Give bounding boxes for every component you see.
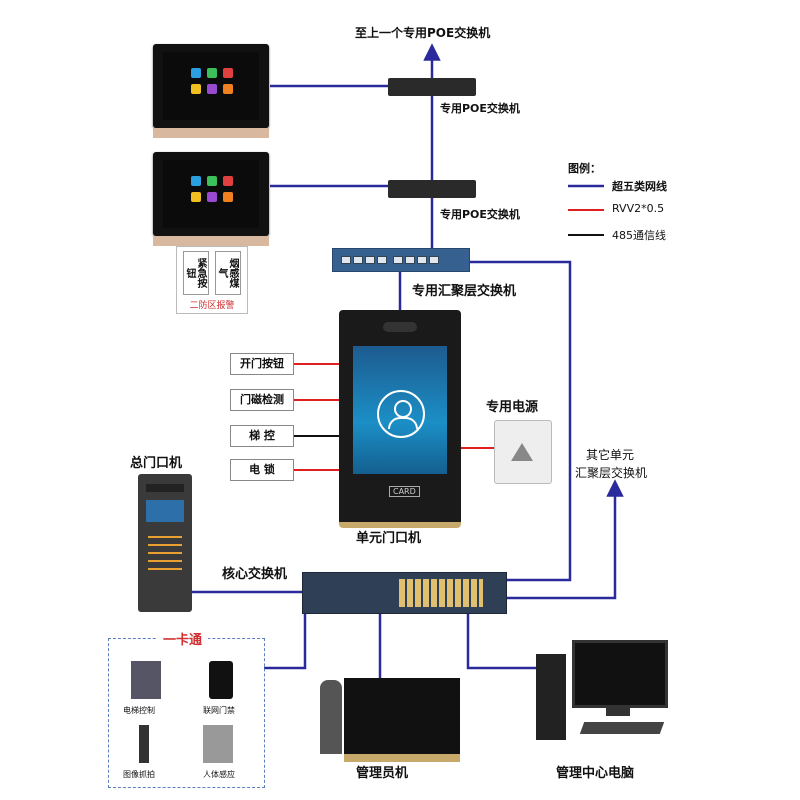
aggregation-switch-label: 专用汇聚层交换机 [412, 284, 517, 299]
poe-switch-2-icon [388, 180, 476, 198]
upper-switch-caption: 至上一个专用POE交换机 [355, 26, 491, 40]
card-system-title: 一卡通 [157, 629, 209, 648]
turnstile-icon [203, 725, 233, 763]
camera-icon [383, 322, 417, 332]
legend-item-cat5: 超五类网线 [612, 180, 667, 193]
elevator-icon [131, 661, 161, 699]
keypad-icon [148, 530, 182, 574]
elevator-control-box: 梯 控 [230, 425, 294, 447]
agg-to-core [468, 260, 572, 582]
admin-station-icon [320, 670, 460, 762]
card-item-access: 联网门禁 [203, 706, 235, 715]
aggregation-switch-icon [332, 248, 470, 272]
access-reader-icon [209, 661, 233, 699]
poe-switch-1-label: 专用POE交换机 [440, 102, 520, 115]
poe-switch-2-label: 专用POE交换机 [440, 208, 520, 221]
smoke-gas-label: 烟感煤气 [215, 251, 241, 295]
alarm-panel: 紧急按钮 烟感煤气 二防区报警 [176, 246, 248, 314]
core-switch-icon [302, 572, 507, 614]
core-to-card [264, 612, 307, 670]
warning-icon [511, 443, 533, 461]
card-reader-label: CARD [389, 486, 420, 497]
main-gate-label: 总门口机 [130, 456, 183, 471]
center-pc-icon [536, 640, 676, 750]
card-system-panel: 一卡通 电梯控制 联网门禁 图像抓拍 人体感应 [108, 629, 265, 788]
user-icon [377, 390, 425, 438]
unit-door-station: CARD [339, 310, 461, 528]
main-gate-station [138, 474, 192, 612]
power-supply-label: 专用电源 [486, 400, 539, 415]
unit-screen [353, 346, 447, 474]
legend-item-485: 485通信线 [612, 229, 666, 242]
other-units-line1: 其它单元 [586, 448, 635, 462]
card-item-capture: 图像抓拍 [123, 770, 155, 779]
capture-camera-icon [139, 725, 149, 763]
legend-title: 图例： [568, 162, 601, 175]
core-to-other-units [505, 479, 624, 600]
door-sensor-box: 门磁检测 [230, 389, 294, 411]
indoor-monitor-2 [153, 152, 269, 246]
unit-door-label: 单元门口机 [356, 531, 422, 546]
electric-lock-box: 电 锁 [230, 459, 294, 481]
poe-switch-1-icon [388, 78, 476, 96]
center-pc-label: 管理中心电脑 [556, 766, 635, 781]
other-units-line2: 汇聚层交换机 [575, 466, 648, 480]
open-door-button-box: 开门按钮 [230, 353, 294, 375]
zone-alarm-label: 二防区报警 [189, 301, 235, 311]
power-supply-icon [494, 420, 552, 484]
card-item-sensor: 人体感应 [203, 770, 235, 779]
core-to-pc [466, 612, 540, 670]
indoor-monitor-1 [153, 44, 269, 138]
core-switch-label: 核心交换机 [222, 567, 288, 582]
legend-item-rvv: RVV2*0.5 [612, 202, 665, 215]
card-item-elevator: 电梯控制 [123, 706, 155, 715]
emergency-button-label: 紧急按钮 [183, 251, 209, 295]
admin-station-label: 管理员机 [356, 766, 409, 781]
